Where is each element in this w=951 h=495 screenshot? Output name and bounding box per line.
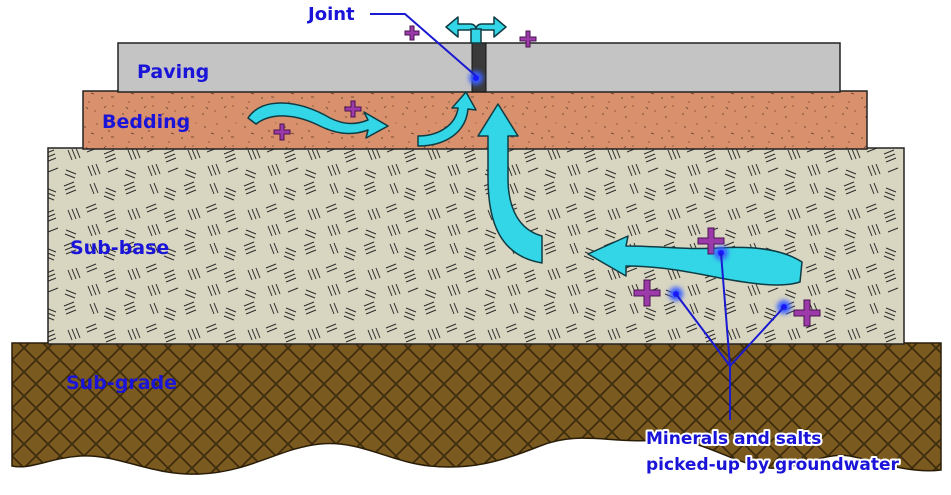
bedding-layer xyxy=(83,91,867,149)
subgrade-label: Sub-grade xyxy=(66,372,177,394)
subbase-label: Sub-base xyxy=(70,237,169,259)
subbase-layer xyxy=(48,148,904,344)
minerals-label-line2: picked-up by groundwater xyxy=(646,455,899,475)
plus-icon xyxy=(405,26,419,40)
paving-label: Paving xyxy=(137,61,209,83)
bedding-label: Bedding xyxy=(102,111,190,133)
joint-label: Joint xyxy=(306,4,355,25)
minerals-label-line1: Minerals and salts xyxy=(646,429,821,449)
